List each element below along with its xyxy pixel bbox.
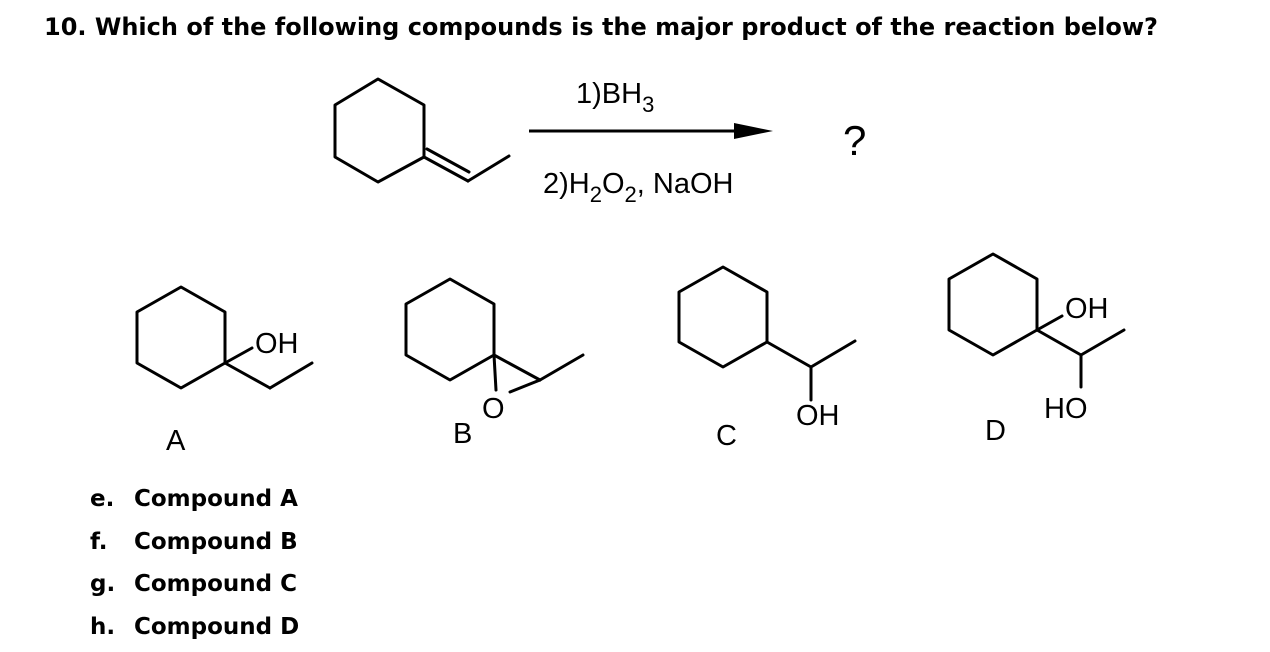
structure-b-o-c-bond <box>508 378 542 394</box>
starting-material-methyl-bond <box>466 154 511 183</box>
structure-a: OH A <box>135 285 314 457</box>
option-h-letter: h. <box>90 614 115 640</box>
option-f[interactable]: f. Compound B <box>90 529 298 555</box>
option-h-text: Compound D <box>134 614 299 640</box>
structure-a-ethyl-bond-1 <box>223 361 272 390</box>
structure-a-ring <box>135 285 227 390</box>
starting-material-double-bond-outer <box>422 155 470 183</box>
structure-a-ethyl-bond-2 <box>268 361 314 390</box>
structure-d-ring <box>947 252 1039 357</box>
structure-b-methyl-bond <box>538 353 585 382</box>
arrow-head <box>734 123 773 139</box>
structure-c-label: C <box>716 420 737 452</box>
unknown-product-mark: ? <box>843 117 866 164</box>
starting-material-ring <box>333 77 426 184</box>
structure-d-methyl-bond <box>1079 328 1126 357</box>
structure-a-oh-bond <box>223 346 254 365</box>
structure-d-oh-bond <box>1035 314 1064 332</box>
option-e[interactable]: e. Compound A <box>90 486 298 512</box>
structure-b: O B <box>404 277 585 450</box>
reagent-2: 2)H2O2, NaOH <box>543 168 733 207</box>
structure-d-c-c-bond <box>1035 328 1083 357</box>
structure-b-ring <box>404 277 496 382</box>
structure-d-label: D <box>985 415 1006 447</box>
reagent-1: 1)BH3 <box>576 78 654 117</box>
option-e-letter: e. <box>90 486 114 512</box>
structure-a-label: A <box>166 425 186 457</box>
option-e-text: Compound A <box>134 486 298 512</box>
structure-c-ring-to-ch-bond <box>765 340 813 369</box>
option-f-text: Compound B <box>134 529 298 555</box>
starting-material-double-bond-inner <box>425 147 471 174</box>
option-g-letter: g. <box>90 571 115 597</box>
structure-d-ho-label: HO <box>1044 393 1088 425</box>
structure-c-ring <box>677 265 769 369</box>
structure-c: OH C <box>677 265 857 452</box>
structure-b-oxygen-label: O <box>482 393 505 425</box>
structure-d-oh-label: OH <box>1065 293 1109 325</box>
structure-c-methyl-bond <box>809 339 857 369</box>
structure-b-c-o-bond <box>492 353 498 392</box>
answer-options: e. Compound A f. Compound B g. Compound … <box>90 486 299 640</box>
option-f-letter: f. <box>90 529 108 555</box>
structure-a-oh-label: OH <box>255 328 299 360</box>
starting-material <box>333 77 511 184</box>
reaction-arrow <box>529 123 773 139</box>
option-g[interactable]: g. Compound C <box>90 571 297 597</box>
option-h[interactable]: h. Compound D <box>90 614 299 640</box>
structure-b-c-c-bond <box>492 353 542 382</box>
structure-c-oh-label: OH <box>796 400 840 432</box>
structure-d: OH HO D <box>947 252 1126 447</box>
question-text: 10. Which of the following compounds is … <box>44 13 1158 41</box>
option-g-text: Compound C <box>134 571 297 597</box>
structure-b-label: B <box>453 418 472 450</box>
